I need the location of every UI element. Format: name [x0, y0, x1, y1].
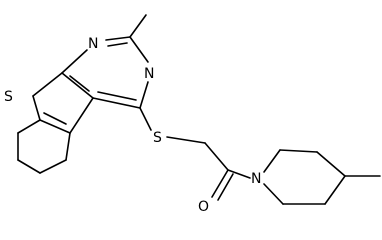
pyrimidine-ring — [61, 14, 149, 109]
bond — [65, 132, 71, 161]
bond — [129, 36, 149, 63]
bond — [69, 75, 90, 92]
methyl-bond — [129, 14, 147, 38]
nitrogen-atom-label: N — [88, 36, 98, 52]
bond — [211, 169, 229, 198]
bond — [17, 119, 41, 134]
oxygen-atom-label: O — [198, 199, 209, 215]
bond — [139, 107, 152, 131]
bond — [32, 95, 41, 121]
piperidine-ring — [263, 149, 381, 205]
bond — [279, 149, 318, 153]
bond — [316, 151, 346, 177]
bond — [139, 81, 149, 109]
bond — [92, 97, 141, 109]
bond — [324, 175, 346, 205]
bond — [69, 97, 94, 134]
nitrogen-atom-label: N — [144, 66, 154, 82]
thiophene-ring — [32, 72, 94, 134]
sulfur-atom-label: S — [4, 89, 13, 105]
cyclohexene-ring — [17, 119, 71, 174]
bond — [61, 49, 88, 74]
bond — [263, 149, 281, 173]
bond — [217, 173, 234, 201]
bond — [61, 72, 94, 99]
bond — [39, 159, 67, 174]
bond — [227, 169, 251, 179]
nitrogen-atom-label: N — [251, 171, 261, 187]
bond — [166, 136, 206, 144]
atom-labels: S N N S O N — [2, 36, 261, 215]
bond — [43, 112, 67, 125]
molecule-drawing: S N N S O N — [2, 14, 381, 215]
sulfur-atom-label: S — [153, 130, 162, 146]
bond — [97, 91, 137, 101]
bond — [32, 72, 63, 97]
bond — [105, 36, 131, 41]
thioether-linker — [139, 107, 229, 171]
bond — [263, 183, 284, 205]
bond — [17, 159, 41, 174]
bond — [39, 119, 71, 134]
bond — [107, 42, 128, 47]
structure-canvas: S N N S O N — [2, 14, 381, 215]
carbonyl-group — [211, 169, 251, 201]
bond — [204, 142, 229, 171]
label-bg — [2, 87, 16, 104]
